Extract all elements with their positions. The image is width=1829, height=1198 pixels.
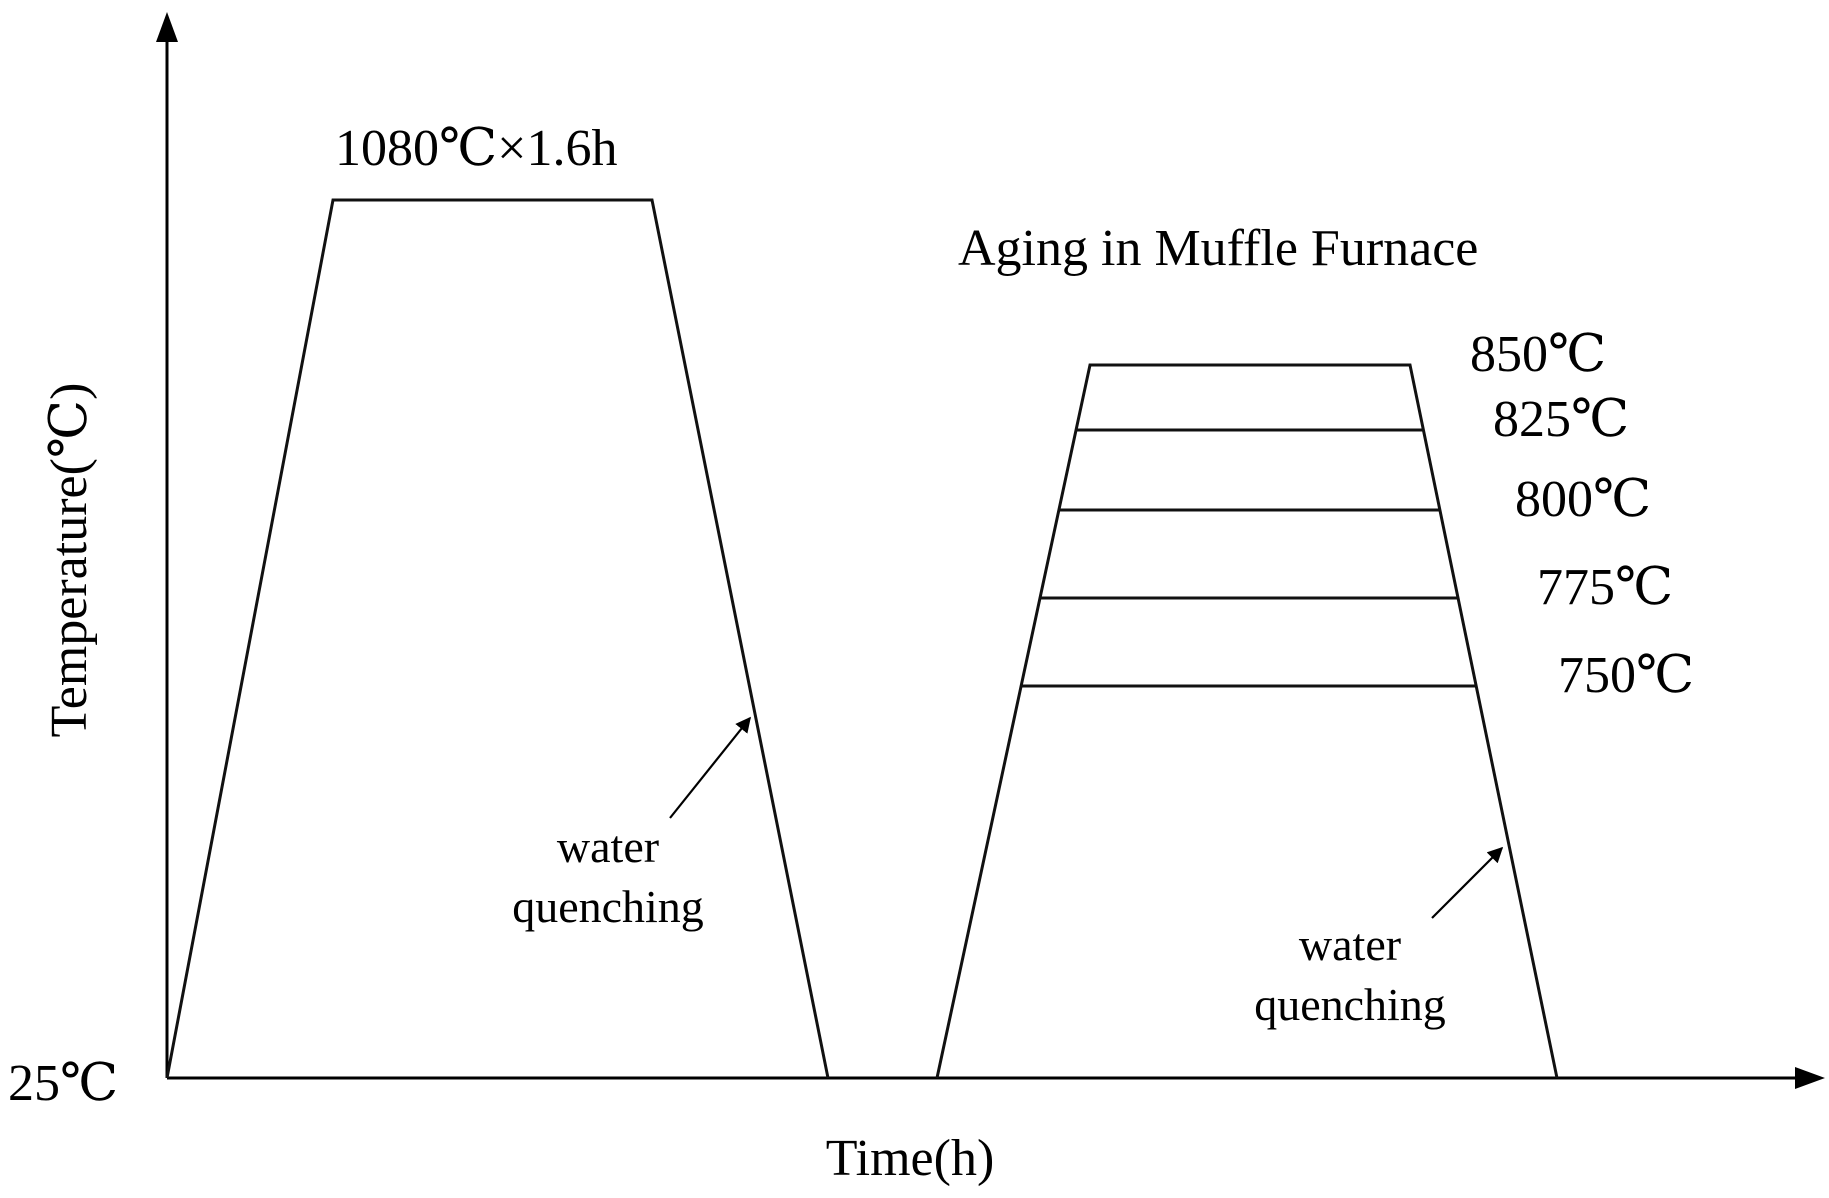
solution-ramp-hold-quench [165, 198, 830, 1079]
aging-level-lines: 850℃ 825℃ 800℃ 775℃ 750℃ [1021, 326, 1694, 704]
aging-level-label-750: 750℃ [1558, 647, 1694, 704]
aging-level-label-775: 775℃ [1537, 559, 1673, 616]
y-axis-label: Temperature(℃) [41, 383, 98, 738]
aging-quench-arrow [1431, 846, 1504, 919]
aging-quench-note-line-2: quenching [1254, 979, 1446, 1030]
solution-treatment-label: 1080℃×1.6h [335, 120, 618, 177]
x-axis-label: Time(h) [826, 1130, 995, 1187]
aging-level-label-850: 850℃ [1470, 326, 1606, 383]
x-axis-arrow-icon [1795, 1067, 1825, 1089]
aging-level-label-825: 825℃ [1493, 391, 1629, 448]
axes [156, 12, 1825, 1089]
aging-ramp-hold-quench [935, 363, 1559, 1079]
y-origin-label: 25℃ [8, 1055, 118, 1112]
aging-title: Aging in Muffle Furnace [958, 220, 1478, 277]
aging-quench-note-line-1: water [1299, 919, 1401, 970]
aging-profile: Aging in Muffle Furnace 850℃ 825℃ 800℃ 775℃… [935, 220, 1694, 1079]
solution-quench-note-line-1: water [557, 821, 659, 872]
aging-level-label-800: 800℃ [1515, 471, 1651, 528]
solution-treatment-profile: 1080℃×1.6h water quenching [165, 120, 830, 1079]
y-axis-arrow-icon [156, 12, 178, 42]
solution-quench-note-line-2: quenching [512, 881, 704, 932]
solution-quench-arrow [669, 716, 751, 819]
